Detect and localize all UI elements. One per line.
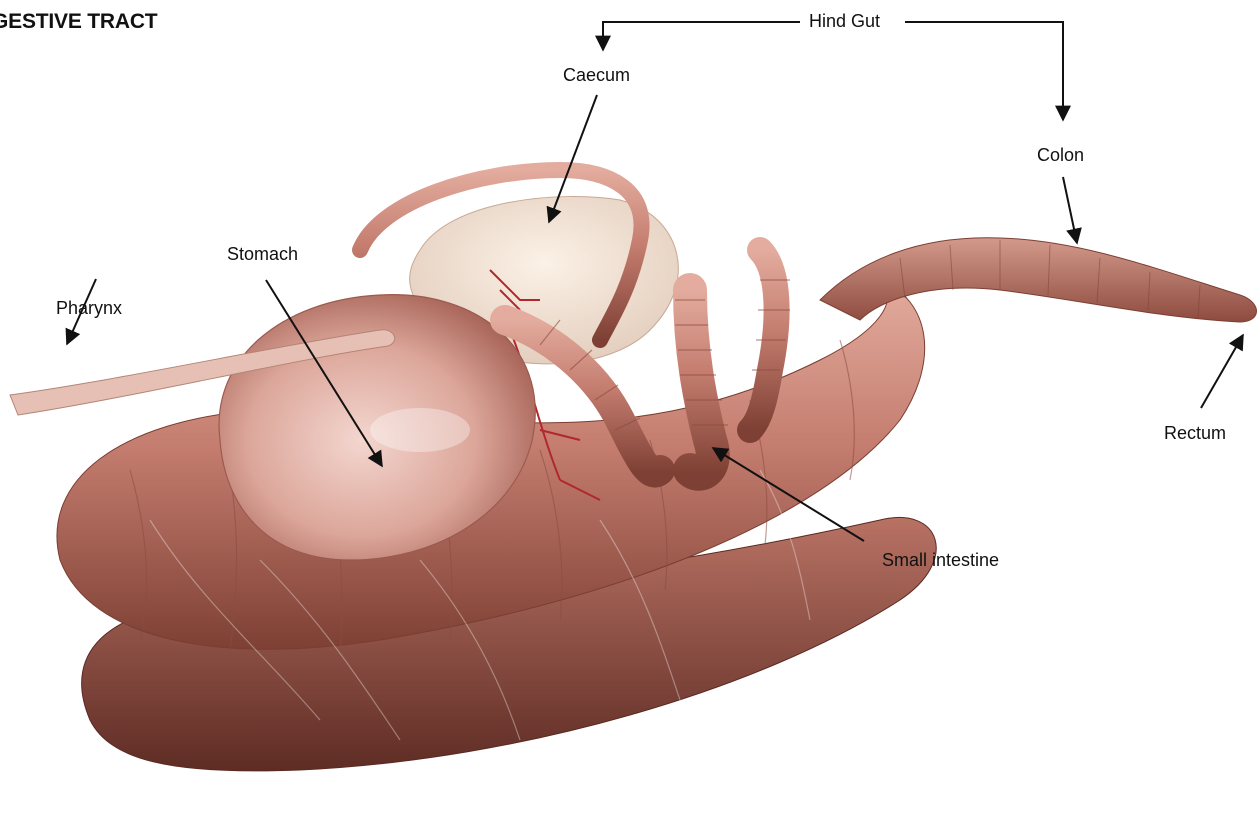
label-pharynx: Pharynx [56,299,122,317]
label-colon: Colon [1037,146,1084,164]
label-caecum: Caecum [563,66,630,84]
caecum-leader [549,95,597,222]
label-rectum: Rectum [1164,424,1226,442]
hind-gut-bracket-left [603,22,800,50]
small-intestine-leader [713,448,864,541]
label-stomach: Stomach [227,245,298,263]
stomach-leader [266,280,382,466]
label-hind-gut: Hind Gut [801,12,888,30]
rectum-leader [1201,335,1243,408]
hind-gut-bracket-right [905,22,1063,120]
diagram-title: GESTIVE TRACT [0,10,157,34]
colon-leader [1063,177,1077,243]
label-small-intestine: Small intestine [882,551,999,569]
